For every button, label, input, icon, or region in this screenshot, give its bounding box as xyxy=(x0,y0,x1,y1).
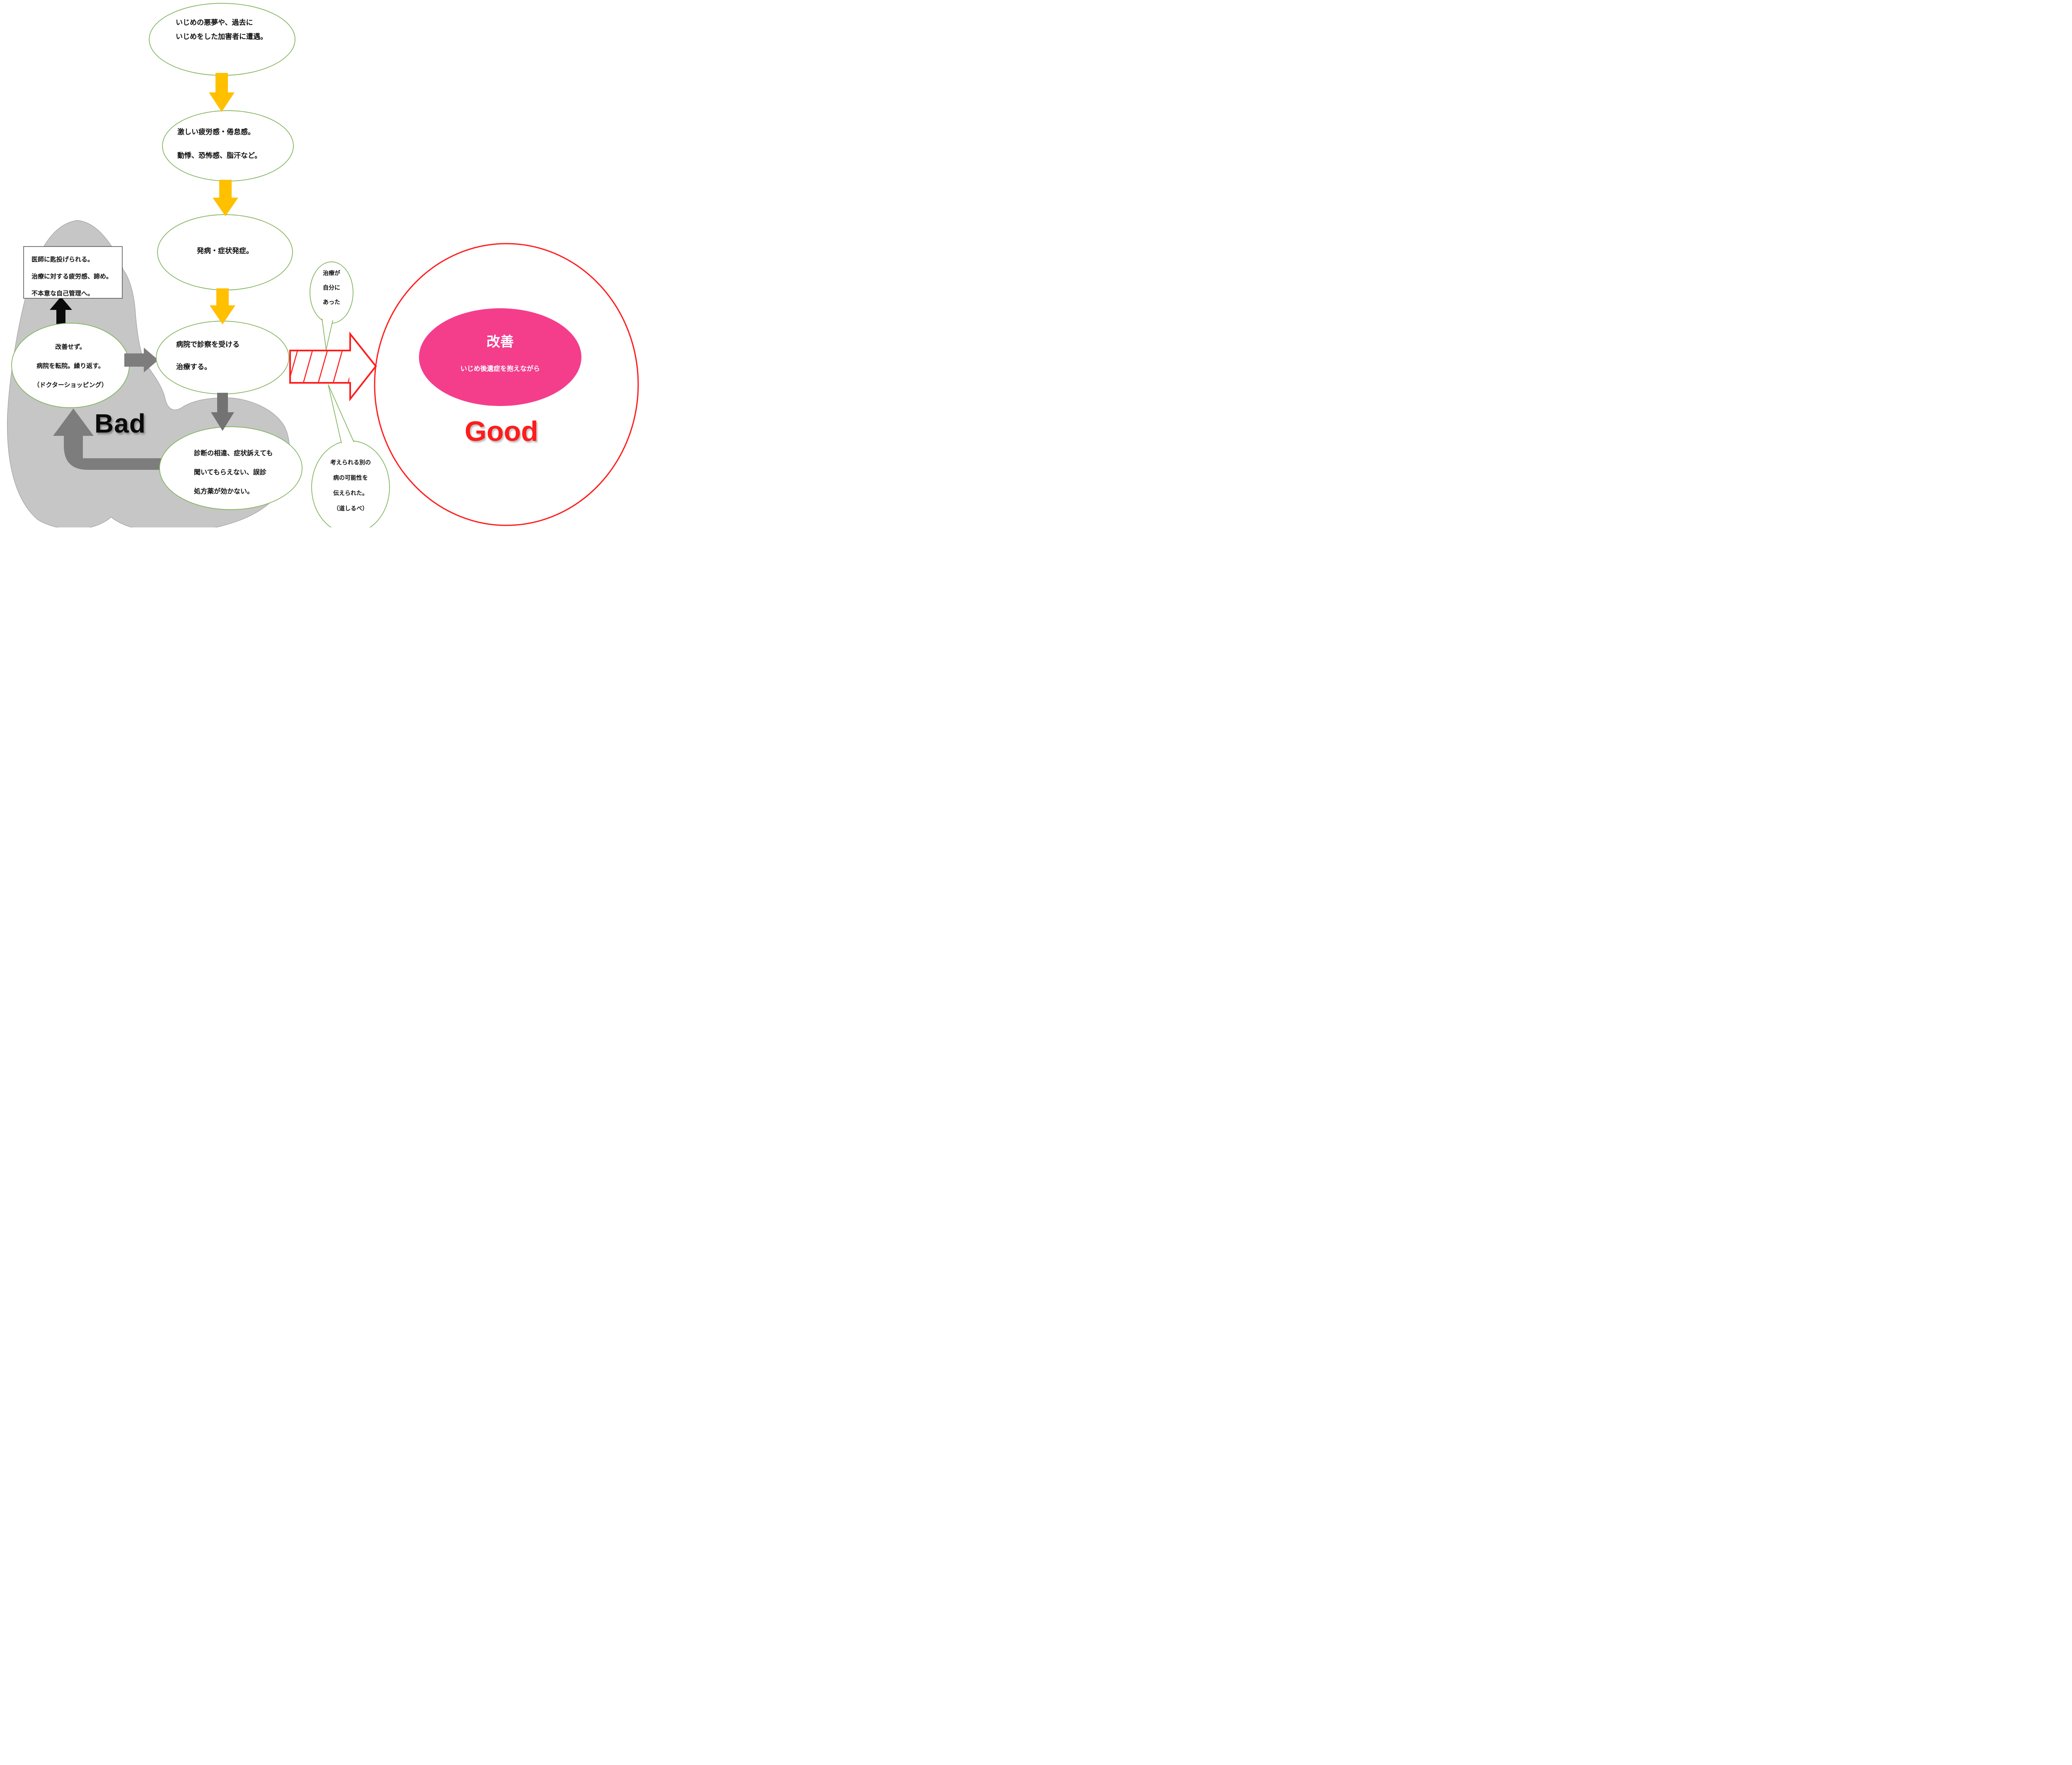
recovery-arrow-stripes xyxy=(291,351,349,382)
improvement-ellipse xyxy=(419,308,581,406)
bad-label: Bad xyxy=(94,409,146,438)
give-up-arrow xyxy=(50,297,72,326)
flow-arrow-3 xyxy=(210,288,235,324)
node-hospital-text: 病院で診察を受ける 治療する。 xyxy=(176,341,240,371)
improvement-title: 改善 xyxy=(487,334,514,349)
node-misdiagnosis-shape xyxy=(159,426,303,510)
callout-treatment-fit-text: 治療が 自分に あった xyxy=(323,270,340,305)
node-trigger-text: いじめの悪夢や、過去に いじめをした加害者に遭遇。 xyxy=(176,19,267,41)
doctor-shopping-arrow xyxy=(124,348,158,372)
node-misdiagnosis-text: 診断の相違、症状訴えても 聞いてもらえない、誤診 処方薬が効かない。 xyxy=(194,450,273,495)
diagram-shapes xyxy=(7,3,639,527)
recovery-arrow xyxy=(289,331,377,401)
note-box-text: 医師に匙投げられる。 治療に対する疲労感、諦め。 不本意な自己管理へ。 xyxy=(31,256,113,297)
loop-bent-arrow xyxy=(53,409,178,470)
node-onset-text: 発病・症状発症。 xyxy=(197,247,253,255)
flow-arrow-1 xyxy=(209,73,235,112)
node-no-improvement-text: 改善せず。 病院を転院。繰り返す。 （ドクターショッピング） xyxy=(33,343,108,389)
note-box-rect xyxy=(23,246,123,299)
good-label: Good xyxy=(465,416,538,447)
callout-guidepost-text: 考えられる別の 病の可能性を 伝えられた。 （道しるべ） xyxy=(330,459,371,512)
callout-treatment-fit-tail xyxy=(322,318,333,350)
hospital-down-arrow xyxy=(211,393,234,431)
flow-arrow-2 xyxy=(213,180,238,216)
improvement-subtitle: いじめ後遺症を抱えながら xyxy=(460,365,540,372)
good-region-circle xyxy=(374,243,639,526)
callout-guidepost-tail xyxy=(328,384,354,444)
flowchart-canvas: いじめの悪夢や、過去に いじめをした加害者に遭遇。 激しい疲労感・倦怠感。 動悸… xyxy=(0,0,643,527)
node-symptoms-text: 激しい疲労感・倦怠感。 動悸、恐怖感、脂汗など。 xyxy=(177,128,262,160)
